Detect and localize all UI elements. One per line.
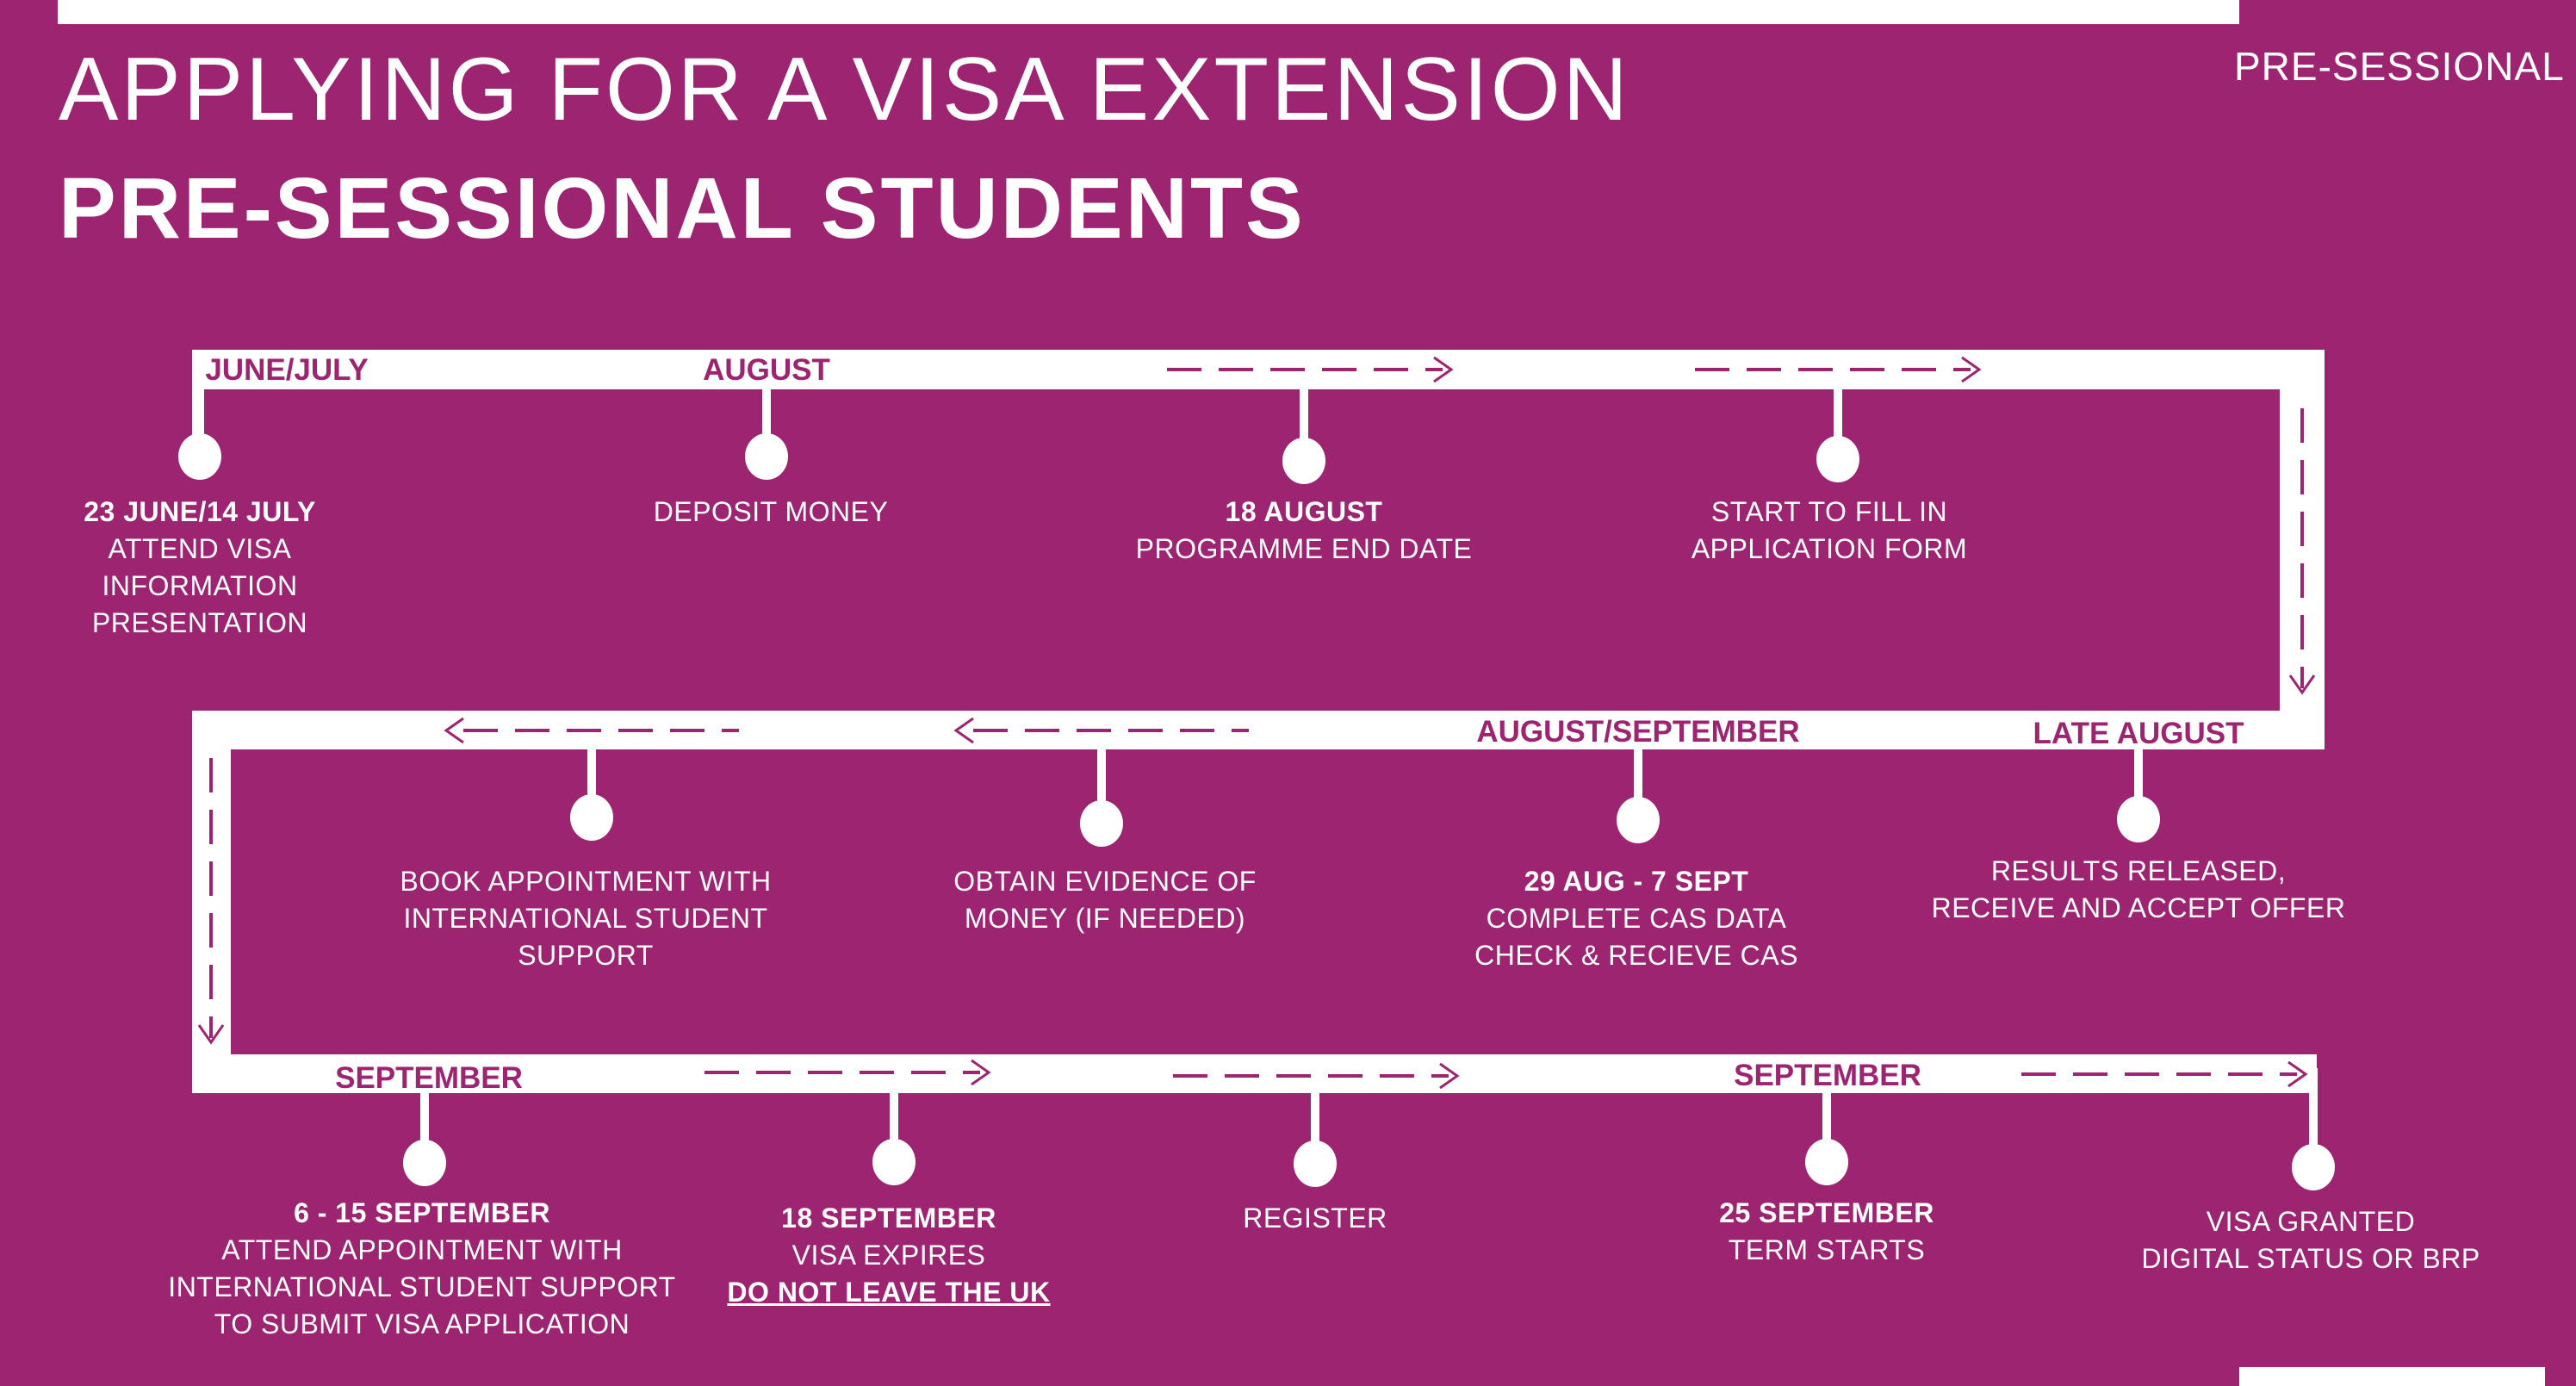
milestone-date: 18 SEPTEMBER xyxy=(781,1203,996,1234)
milestone-dot xyxy=(745,433,788,480)
milestone-stem xyxy=(1834,388,1842,439)
milestone-label: 6 - 15 SEPTEMBER ATTEND APPOINTMENT WITH… xyxy=(168,1195,675,1343)
milestone-label: START TO FILL IN APPLICATION FORM xyxy=(1691,494,1967,568)
milestone-date: 25 SEPTEMBER xyxy=(1719,1197,1934,1228)
arrow-right-icon xyxy=(1695,356,1982,383)
milestone-stem xyxy=(196,388,204,439)
arrow-right-icon xyxy=(705,1059,991,1086)
period-label: LATE AUGUST xyxy=(2033,717,2244,750)
milestone-stem xyxy=(762,388,771,439)
arrow-right-icon xyxy=(1167,356,1454,383)
arrow-right-icon xyxy=(1173,1062,1460,1090)
period-label: JUNE/JULY xyxy=(205,353,369,387)
milestone-text: INTERNATIONAL STUDENT SUPPORT xyxy=(168,1271,676,1302)
arrow-left-icon xyxy=(953,717,1249,744)
milestone-text: PRESENTATION xyxy=(91,607,308,638)
milestone-text: INFORMATION xyxy=(102,570,298,601)
milestone-label: DEPOSIT MONEY xyxy=(654,494,889,531)
milestone-date: 29 AUG - 7 SEPT xyxy=(1524,866,1749,897)
milestone-dot xyxy=(872,1139,916,1185)
milestone-text: TO SUBMIT VISA APPLICATION xyxy=(214,1308,630,1339)
milestone-stem xyxy=(1634,748,1642,799)
milestone-label: REGISTER xyxy=(1243,1200,1387,1237)
milestone-label: 25 SEPTEMBER TERM STARTS xyxy=(1719,1195,1934,1269)
milestone-dot xyxy=(178,433,221,480)
timeline-band-row-3 xyxy=(192,1054,2317,1093)
milestone-text: VISA GRANTED xyxy=(2206,1206,2416,1237)
milestone-text: SUPPORT xyxy=(518,940,654,971)
period-label: AUGUST xyxy=(703,353,830,387)
milestone-text: ATTEND VISA xyxy=(108,533,292,564)
milestone-text: PROGRAMME END DATE xyxy=(1135,533,1473,564)
milestone-text: REGISTER xyxy=(1243,1203,1387,1234)
milestone-stem xyxy=(1097,748,1106,805)
warning-text: DO NOT LEAVE THE UK xyxy=(727,1277,1051,1308)
milestone-stem xyxy=(1822,1091,1831,1143)
milestone-dot xyxy=(2117,796,2160,842)
milestone-dot xyxy=(1816,436,1859,482)
milestone-stem xyxy=(890,1091,898,1143)
milestone-dot xyxy=(1080,800,1123,847)
milestone-text: TERM STARTS xyxy=(1728,1234,1926,1265)
milestone-dot xyxy=(1282,438,1325,484)
milestone-label: 18 AUGUST PROGRAMME END DATE xyxy=(1136,494,1473,568)
page-title: APPLYING FOR A VISA EXTENSION xyxy=(59,40,1630,140)
milestone-text: MONEY (IF NEEDED) xyxy=(964,903,1246,934)
milestone-text: CHECK & RECIEVE CAS xyxy=(1474,940,1798,971)
milestone-text: ATTEND APPOINTMENT WITH xyxy=(221,1234,623,1265)
milestone-text: START TO FILL IN xyxy=(1710,496,1948,527)
milestone-stem xyxy=(420,1091,429,1143)
milestone-label: OBTAIN EVIDENCE OF MONEY (IF NEEDED) xyxy=(953,863,1257,937)
milestone-date: 18 AUGUST xyxy=(1225,496,1383,527)
milestone-date: 6 - 15 SEPTEMBER xyxy=(294,1197,550,1228)
milestone-dot xyxy=(1617,797,1660,843)
milestone-text: BOOK APPOINTMENT WITH xyxy=(400,866,772,897)
arrow-right-icon xyxy=(2021,1060,2308,1088)
milestone-label: 29 AUG - 7 SEPT COMPLETE CAS DATA CHECK … xyxy=(1474,863,1798,974)
period-label: SEPTEMBER xyxy=(1734,1059,1921,1092)
milestone-date: 23 JUNE/14 JULY xyxy=(84,496,316,527)
page-subtitle: PRE-SESSIONAL STUDENTS xyxy=(59,160,1306,257)
arrow-left-icon xyxy=(444,717,739,744)
milestone-stem xyxy=(1300,388,1308,441)
milestone-dot xyxy=(1805,1139,1848,1185)
milestone-text: OBTAIN EVIDENCE OF xyxy=(953,866,1257,897)
milestone-text: RESULTS RELEASED, xyxy=(1990,855,2287,886)
period-label: AUGUST/SEPTEMBER xyxy=(1476,715,1800,749)
period-label: SEPTEMBER xyxy=(335,1061,523,1095)
milestone-label: VISA GRANTED DIGITAL STATUS OR BRP xyxy=(2141,1203,2480,1277)
milestone-text: DIGITAL STATUS OR BRP xyxy=(2141,1243,2480,1274)
milestone-dot xyxy=(2292,1144,2335,1190)
milestone-stem xyxy=(587,748,596,799)
milestone-label: 18 SEPTEMBER VISA EXPIRES DO NOT LEAVE T… xyxy=(727,1200,1050,1311)
programme-tag: PRE-SESSIONAL xyxy=(2234,44,2565,89)
milestone-label: 23 JUNE/14 JULY ATTEND VISA INFORMATION … xyxy=(84,494,316,642)
milestone-text: VISA EXPIRES xyxy=(791,1240,986,1271)
milestone-text: RECEIVE AND ACCEPT OFFER xyxy=(1931,892,2346,923)
milestone-text: APPLICATION FORM xyxy=(1691,533,1968,564)
milestone-dot xyxy=(403,1140,446,1186)
milestone-stem xyxy=(1311,1091,1319,1145)
milestone-text: COMPLETE CAS DATA xyxy=(1486,903,1787,934)
milestone-text: INTERNATIONAL STUDENT xyxy=(403,903,768,934)
milestone-dot xyxy=(570,794,613,841)
milestone-text: DEPOSIT MONEY xyxy=(653,496,889,527)
milestone-dot xyxy=(1294,1140,1337,1187)
arrow-down-icon xyxy=(197,758,225,1045)
milestone-stem xyxy=(2309,1068,2318,1150)
milestone-stem xyxy=(2134,748,2143,799)
top-decor-strip xyxy=(58,0,2239,24)
bottom-decor-strip xyxy=(2239,1367,2545,1386)
milestone-label: BOOK APPOINTMENT WITH INTERNATIONAL STUD… xyxy=(400,863,771,974)
milestone-label: RESULTS RELEASED, RECEIVE AND ACCEPT OFF… xyxy=(1932,853,2346,927)
arrow-down-icon xyxy=(2288,408,2316,695)
